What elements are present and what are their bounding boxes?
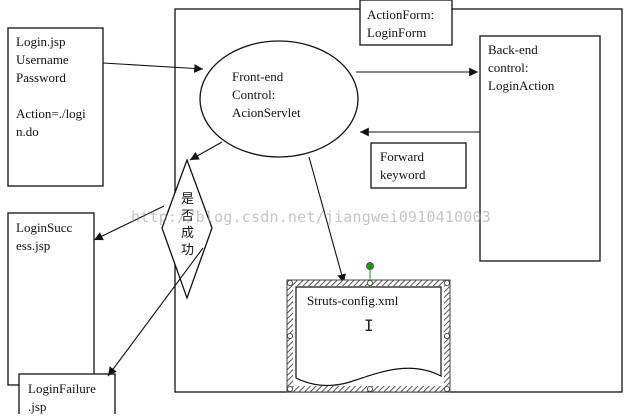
struts-config-document[interactable]: [295, 286, 442, 387]
action-form-label: ActionForm: LoginForm: [367, 7, 435, 40]
forward-box: [370, 142, 467, 189]
login-success-box: [7, 212, 95, 386]
decision-diamond: [161, 158, 213, 300]
rotate-handle-icon[interactable]: [366, 262, 374, 270]
back-end-box: [479, 35, 601, 262]
arrow-frontend-to-struts: [308, 156, 346, 284]
login-failure-label: LoginFailure .jsp: [28, 381, 96, 414]
decision-label: 是 否 成 功: [181, 192, 195, 258]
login-failure-box: [18, 373, 116, 414]
arrow-frontend-to-decision: [189, 141, 223, 161]
action-form-box: [359, 0, 453, 46]
resize-handle-icon[interactable]: [286, 279, 293, 286]
back-end-label: Back-end control: LoginAction: [488, 42, 555, 93]
text-cursor-icon: I: [364, 316, 374, 335]
resize-handle-icon[interactable]: [443, 332, 450, 339]
resize-handle-icon[interactable]: [286, 385, 293, 392]
arrow-decision-to-success: [93, 205, 165, 241]
front-end-label: Front-end Control: AcionServlet: [232, 69, 301, 120]
arrow-decision-to-failure: [107, 247, 204, 377]
login-jsp-box: [7, 27, 104, 187]
login-jsp-label: Login.jsp Username Password Action=./log…: [16, 34, 86, 139]
resize-handle-icon[interactable]: [443, 385, 450, 392]
resize-handle-icon[interactable]: [366, 385, 373, 392]
arrow-login-to-frontend: [102, 62, 204, 73]
resize-handle-icon[interactable]: [286, 332, 293, 339]
struts-config-label: Struts-config.xml: [307, 293, 399, 308]
login-success-label: LoginSucc ess.jsp: [16, 220, 73, 253]
resize-handle-icon[interactable]: [366, 279, 373, 286]
front-end-ellipse: [199, 40, 359, 158]
resize-handle-icon[interactable]: [443, 279, 450, 286]
watermark-text: http://blog.csdn.net/jiangwei0910410003: [131, 208, 491, 226]
forward-keyword-label: Forward keyword: [380, 149, 426, 182]
